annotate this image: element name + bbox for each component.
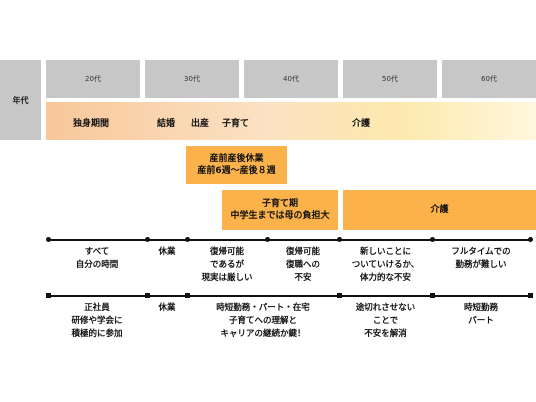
age-axis-label-text: 年代 xyxy=(12,95,29,105)
decade-30s-label: 30代 xyxy=(184,75,200,83)
life-stage-birth: 出産 xyxy=(191,119,210,129)
timeline-2-segment-3: 時短勤務・パート・在宅 子育てへの理解と キャリアの継続か鍵！ xyxy=(187,302,339,341)
caption-line: ついていけるか、 xyxy=(351,260,420,270)
life-stage-childcare: 子育て xyxy=(222,119,250,129)
caption-line: 復帰可能 xyxy=(285,247,320,257)
caption-line: 休業 xyxy=(158,303,176,313)
caption-line: であるが xyxy=(210,260,244,270)
caption-line: 時短勤務 xyxy=(463,303,498,313)
life-stage-single: 独身期間 xyxy=(73,119,110,129)
timeline-2-segment-2: 休業 xyxy=(147,302,187,315)
timeline-1-segment-1: すべて 自分の時間 xyxy=(48,246,146,272)
timeline-2-node xyxy=(145,293,150,298)
timeline-2-node xyxy=(337,293,342,298)
caption-line: 不安を解消 xyxy=(364,329,407,339)
timeline-2-node xyxy=(430,293,435,298)
maternity-leave-line2: 産前6週〜産後８週 xyxy=(197,166,276,176)
timeline-1-segment-3: 復帰可能 であるが 現実は厳しい xyxy=(187,246,267,285)
caption-line: 正社員 xyxy=(84,303,110,313)
caption-line: キャリアの継続か鍵！ xyxy=(220,329,306,339)
timeline-2-node xyxy=(528,293,533,298)
caption-line: 自分の時間 xyxy=(75,260,119,270)
decade-40s-label: 40代 xyxy=(283,75,299,83)
timeline-1-node xyxy=(528,237,533,242)
caption-line: 勤務が難しい xyxy=(455,260,507,270)
timeline-2-node xyxy=(46,293,51,298)
caption-line: すべて xyxy=(84,247,110,257)
timeline-2-segment-4: 途切れさせない ことで 不安を解消 xyxy=(339,302,432,341)
timeline-1-node xyxy=(430,237,435,242)
caption-line: ことで xyxy=(372,316,399,326)
age-axis-label: 年代 xyxy=(0,60,41,140)
timeline-1-node xyxy=(185,237,190,242)
caption-line: 研修や学会に xyxy=(71,316,123,326)
caption-line: 現実は厳しい xyxy=(201,273,253,283)
timeline-1-line xyxy=(48,239,531,241)
childrearing-box: 子育て期 中学生までは母の負担大 xyxy=(222,190,338,230)
decade-50s: 50代 xyxy=(343,60,437,98)
timeline-2-segment-5: 時短勤務 パート xyxy=(432,302,530,328)
caption-line: 子育てへの理解と xyxy=(228,316,297,326)
life-stage-care: 介護 xyxy=(352,119,371,129)
caption-line: フルタイムでの xyxy=(451,247,511,257)
timeline-1-node xyxy=(46,237,51,242)
timeline-1-node xyxy=(145,237,150,242)
decade-60s: 60代 xyxy=(442,60,536,98)
care-box-label: 介護 xyxy=(430,205,449,215)
timeline-1-segment-2: 休業 xyxy=(147,246,187,259)
caption-line: 復職への xyxy=(285,260,320,270)
timeline-2-line xyxy=(48,295,531,297)
decade-50s-label: 50代 xyxy=(382,75,398,83)
timeline-2-segment-1: 正社員 研修や学会に 積極的に参加 xyxy=(48,302,146,341)
timeline-1-node xyxy=(265,237,270,242)
caption-line: 新しいことに xyxy=(359,247,411,257)
timeline-1-segment-5: 新しいことに ついていけるか、 体力的な不安 xyxy=(339,246,432,285)
timeline-1-node xyxy=(337,237,342,242)
care-box: 介護 xyxy=(343,190,536,230)
decade-60s-label: 60代 xyxy=(481,75,497,83)
decade-20s: 20代 xyxy=(46,60,140,98)
caption-line: 積極的に参加 xyxy=(71,329,123,339)
childrearing-line2: 中学生までは母の負担大 xyxy=(230,211,330,221)
caption-line: 途切れさせない xyxy=(355,303,416,313)
caption-line: 不安 xyxy=(294,273,312,283)
caption-line: 時短勤務・パート・在宅 xyxy=(216,303,310,313)
decade-40s: 40代 xyxy=(244,60,338,98)
childrearing-line1: 子育て期 xyxy=(261,199,298,209)
decade-30s: 30代 xyxy=(145,60,239,98)
timeline-2-node xyxy=(185,293,190,298)
timeline-1-segment-4: 復帰可能 復職への 不安 xyxy=(267,246,339,285)
maternity-leave-box: 産前産後休業 産前6週〜産後８週 xyxy=(186,146,287,184)
maternity-leave-line1: 産前産後休業 xyxy=(209,154,264,164)
life-stage-bar xyxy=(46,102,536,140)
timeline-1-segment-6: フルタイムでの 勤務が難しい xyxy=(432,246,530,272)
decade-20s-label: 20代 xyxy=(85,75,101,83)
caption-line: 体力的な不安 xyxy=(359,273,411,283)
caption-line: 休業 xyxy=(158,247,176,257)
caption-line: 復帰可能 xyxy=(209,247,244,257)
caption-line: パート xyxy=(468,316,494,326)
life-stage-marriage: 結婚 xyxy=(157,119,176,129)
